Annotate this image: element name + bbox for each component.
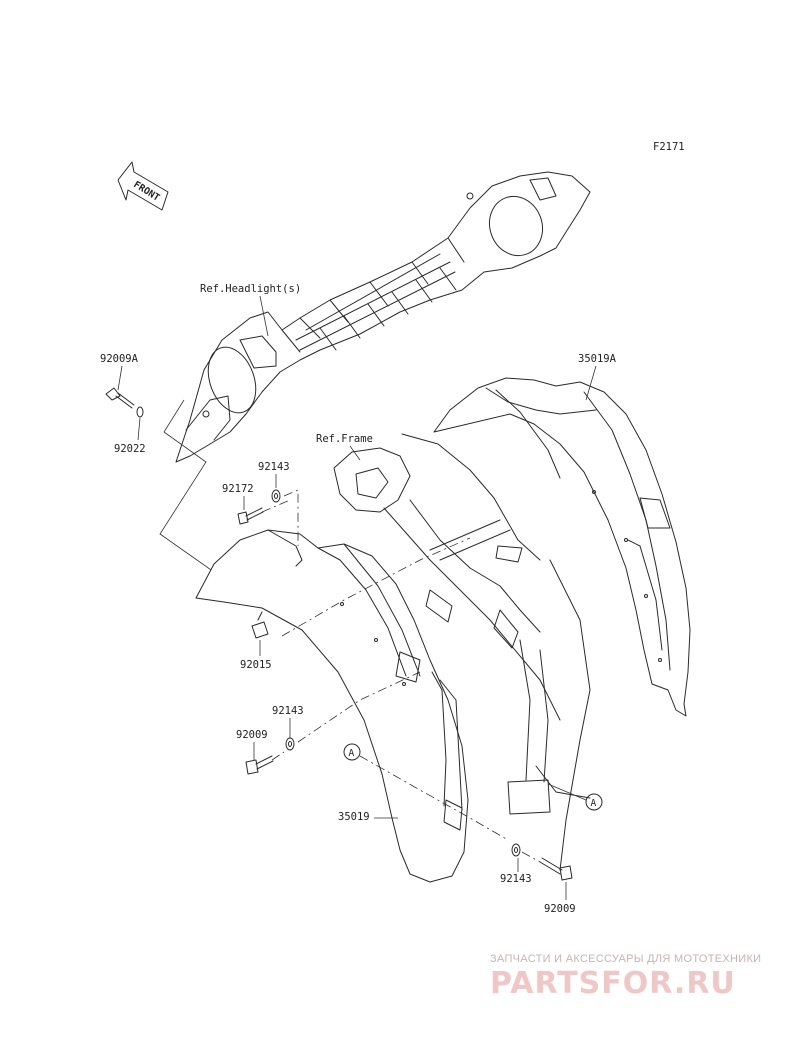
part-label-92172: 92172 (222, 483, 254, 495)
part-label-92009-left: 92009 (236, 729, 268, 741)
part-label-92009a: 92009A (100, 353, 139, 365)
frame-reference-drawing (333, 433, 591, 871)
marker-a-right: A (585, 793, 603, 811)
washer-icon (511, 843, 521, 857)
svg-text:A: A (591, 798, 597, 809)
part-label-35019a: 35019A (578, 353, 617, 365)
washer-icon (285, 737, 295, 751)
ref-headlight-label: Ref.Headlight(s) (200, 283, 301, 295)
washer-icon (136, 406, 144, 418)
washer-icon (271, 489, 281, 503)
part-label-92143-bottom: 92143 (500, 873, 532, 885)
inner-fender-35019a-drawing (433, 377, 691, 717)
front-fender-35019-drawing (195, 529, 469, 883)
watermark-tagline: ЗАПЧАСТИ И АКСЕССУАРЫ ДЛЯ МОТОТЕХНИКИ (490, 953, 762, 965)
bolt-icon (539, 857, 573, 881)
svg-text:A: A (349, 748, 355, 759)
ref-frame-label: Ref.Frame (316, 433, 373, 445)
part-label-92022: 92022 (114, 443, 146, 455)
clip-icon (251, 611, 269, 639)
figure-code: F2171 (653, 141, 685, 153)
screw-icon (237, 507, 264, 525)
bolt-icon (105, 387, 135, 409)
watermark-logo: PARTSFOR.RU (490, 966, 736, 1001)
part-label-92143-mid: 92143 (272, 705, 304, 717)
bolt-icon (245, 755, 274, 775)
part-label-35019: 35019 (338, 811, 370, 823)
part-label-92143-top: 92143 (258, 461, 290, 473)
upper-cowl-grille-drawing (175, 171, 591, 463)
marker-a-left: A (343, 743, 361, 761)
front-arrow-icon: FRONT (117, 161, 169, 211)
part-label-92015: 92015 (240, 659, 272, 671)
part-label-92009-bottom: 92009 (544, 903, 576, 915)
